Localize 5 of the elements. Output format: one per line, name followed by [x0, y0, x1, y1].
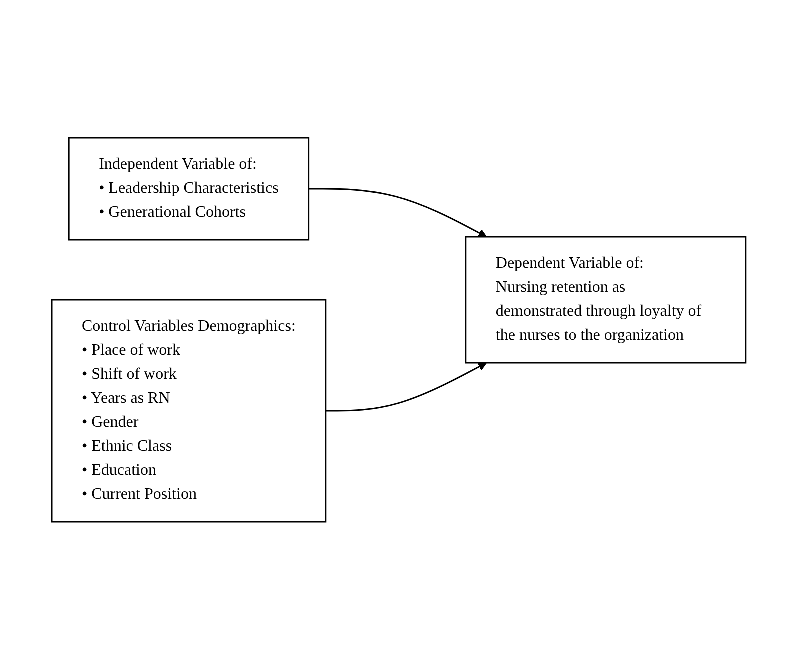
arrow	[308, 188, 488, 238]
arrow	[326, 362, 488, 412]
node-box: Independent Variable of: • Leadership Characteristics • Generational Cohorts	[68, 137, 310, 241]
node-box: Control Variables Demographics: • Place of work • Shift of work • Years as RN • Gender • Ethnic Class • Education • Current Position	[51, 299, 327, 523]
node-box: Dependent Variable of: Nursing retention as demonstrated through loyalty of the nurses to the organization	[465, 236, 747, 364]
